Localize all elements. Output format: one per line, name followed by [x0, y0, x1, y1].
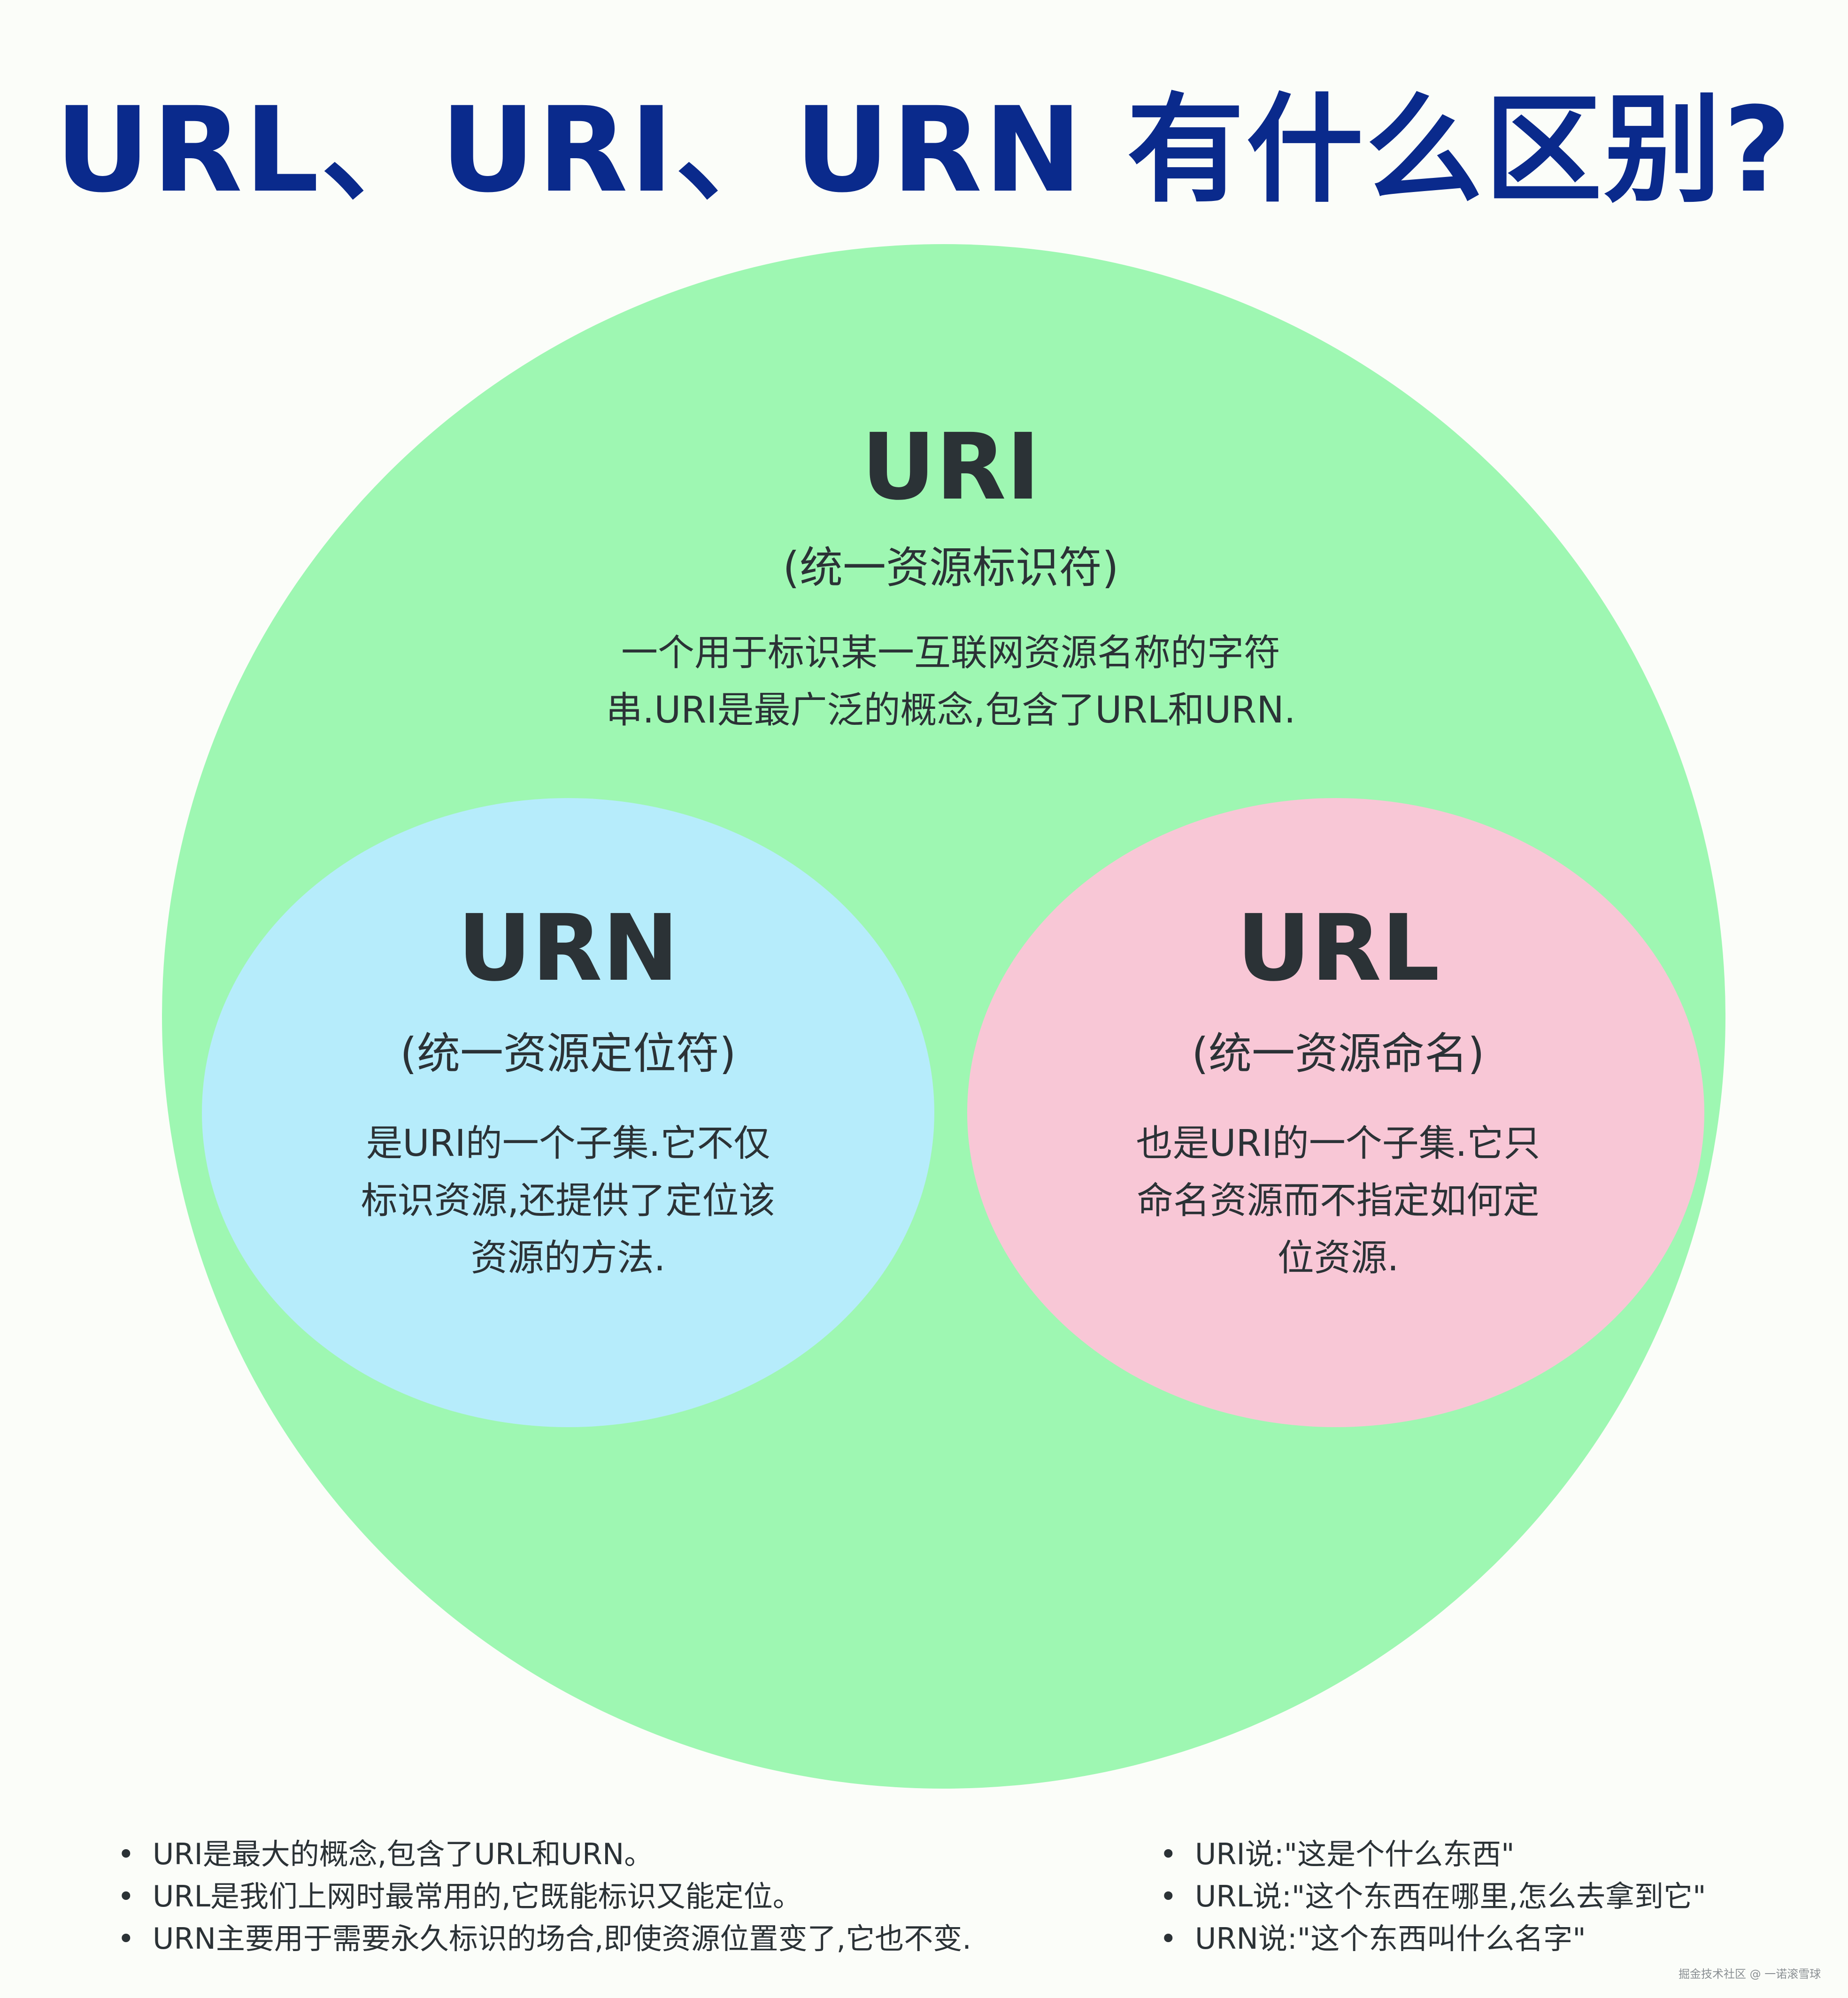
note-text: URI说:"这是个什么东西"	[1195, 1837, 1515, 1871]
urn-circle	[202, 798, 934, 1427]
urn-text-block: URN (统一资源定位符) 是URI的一个子集.它不仅 标识资源,还提供了定位该…	[263, 894, 873, 1287]
note-text: URN主要用于需要永久标识的场合,即使资源位置变了,它也不变.	[153, 1921, 971, 1956]
uri-text-block: URI (统一资源标识符) 一个用于标识某一互联网资源名称的字符 串.URI是最…	[493, 413, 1409, 739]
urn-subtitle: (统一资源定位符)	[400, 1029, 736, 1079]
url-text-block: URL (统一资源命名) 也是URI的一个子集.它只 命名资源而不指定如何定 位…	[1033, 894, 1643, 1287]
note-text: URL说:"这个东西在哪里,怎么去拿到它"	[1195, 1879, 1706, 1913]
list-item: • URI是最大的概念,包含了URL和URN。	[117, 1833, 971, 1875]
urn-desc-line: 是URI的一个子集.它不仅	[366, 1122, 770, 1165]
bullet-icon: •	[1160, 1921, 1177, 1956]
list-item: • URI说:"这是个什么东西"	[1160, 1833, 1706, 1875]
bullet-icon: •	[1160, 1879, 1177, 1913]
bullet-icon: •	[1160, 1837, 1177, 1871]
uri-name: URI	[861, 414, 1040, 520]
url-subtitle: (统一资源命名)	[1192, 1029, 1485, 1079]
list-item: • URN主要用于需要永久标识的场合,即使资源位置变了,它也不变.	[117, 1918, 971, 1960]
list-item: • URN说:"这个东西叫什么名字"	[1160, 1918, 1706, 1960]
url-circle	[967, 798, 1704, 1427]
watermark: 掘金技术社区 @ 一诺滚雪球	[1679, 1967, 1821, 1981]
url-desc-line: 也是URI的一个子集.它只	[1136, 1122, 1540, 1165]
list-item: • URL是我们上网时最常用的,它既能标识又能定位。	[117, 1875, 971, 1918]
notes-right-list: • URI说:"这是个什么东西" • URL说:"这个东西在哪里,怎么去拿到它" •…	[1160, 1833, 1706, 1960]
bullet-icon: •	[117, 1837, 135, 1871]
list-item: • URL说:"这个东西在哪里,怎么去拿到它"	[1160, 1875, 1706, 1918]
urn-desc-line: 标识资源,还提供了定位该	[361, 1180, 776, 1222]
note-text: URL是我们上网时最常用的,它既能标识又能定位。	[153, 1879, 802, 1913]
url-name: URL	[1236, 895, 1440, 1001]
bullet-icon: •	[117, 1921, 135, 1956]
url-desc-line: 命名资源而不指定如何定	[1136, 1180, 1540, 1222]
notes-left-list: • URI是最大的概念,包含了URL和URN。 • URL是我们上网时最常用的,它既…	[117, 1833, 971, 1960]
urn-name: URN	[457, 895, 679, 1001]
page-title: URL、URI、URN 有什么区别?	[54, 82, 1794, 218]
bullet-icon: •	[117, 1879, 135, 1913]
url-desc-line: 位资源.	[1277, 1237, 1399, 1279]
note-text: URN说:"这个东西叫什么名字"	[1195, 1921, 1586, 1956]
note-text: URI是最大的概念,包含了URL和URN。	[153, 1837, 654, 1871]
uri-desc-line: 串.URI是最广泛的概念,包含了URL和URN.	[606, 689, 1296, 731]
urn-desc-line: 资源的方法.	[470, 1237, 666, 1279]
uri-subtitle: (统一资源标识符)	[783, 543, 1119, 593]
uri-desc-line: 一个用于标识某一互联网资源名称的字符	[621, 632, 1280, 674]
